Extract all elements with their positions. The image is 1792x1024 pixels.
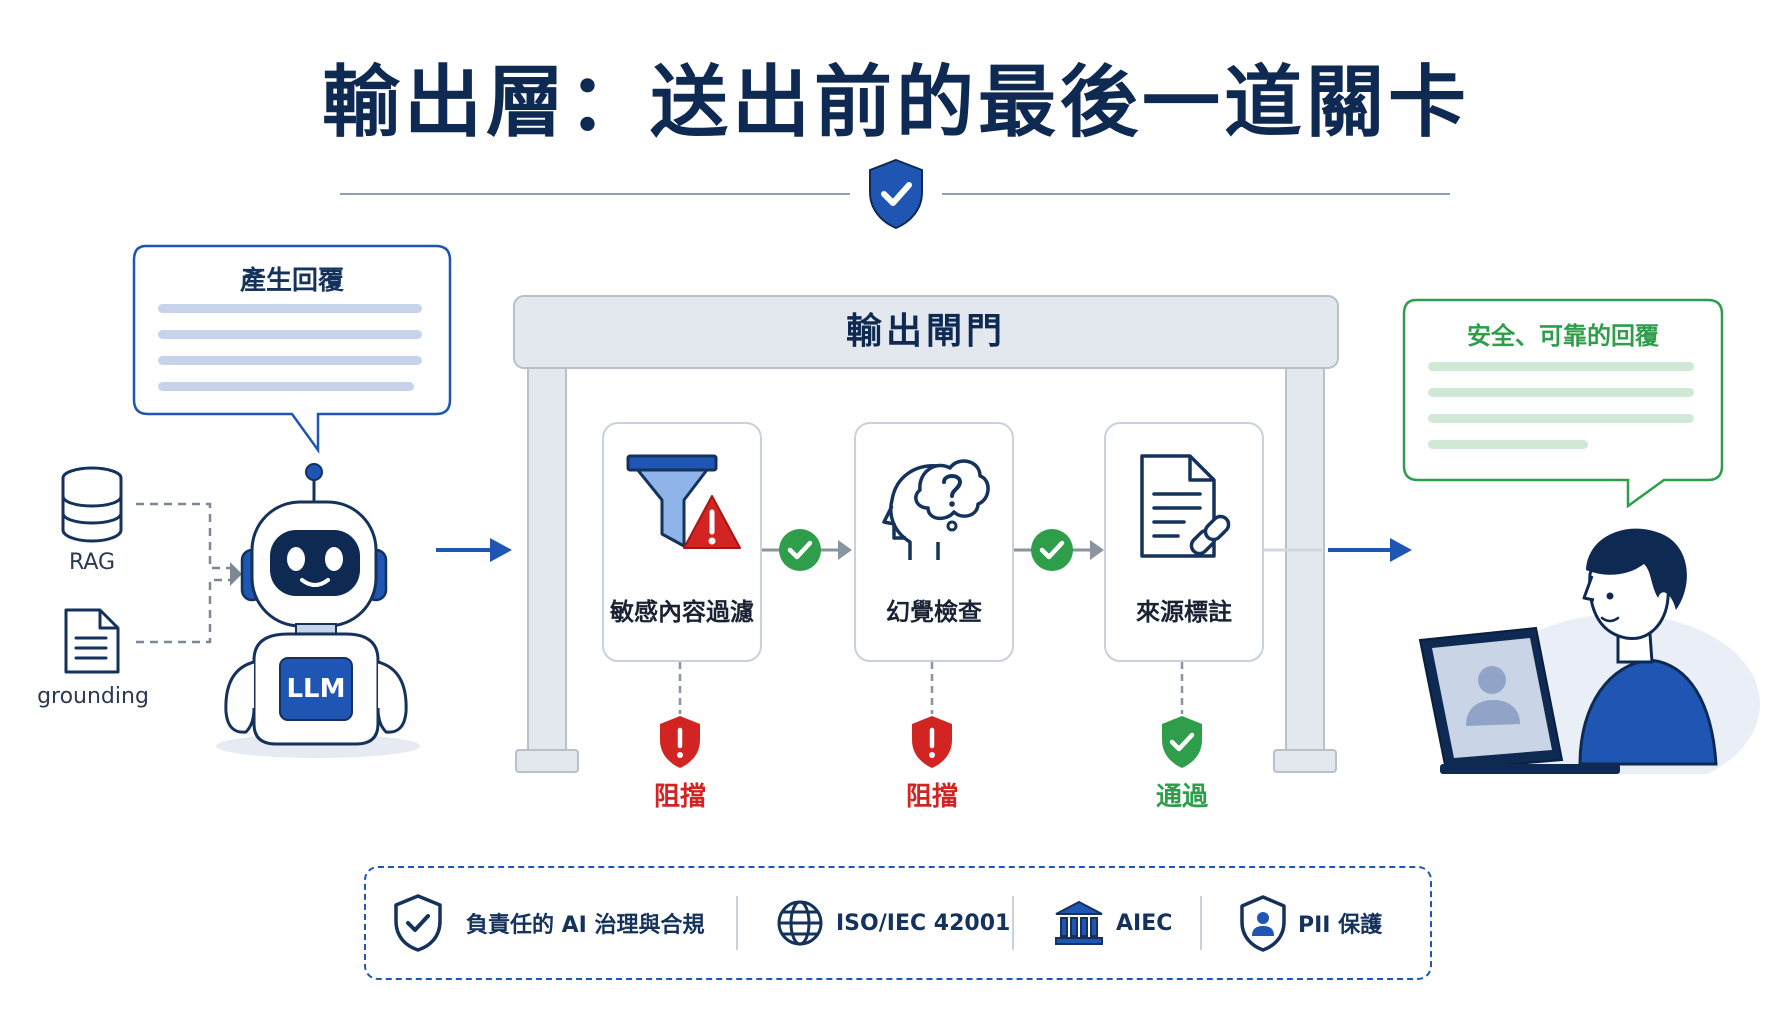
text-line (158, 304, 422, 313)
step-card-sensitive-filter: 敏感內容過濾 (602, 422, 762, 662)
footer-label: AIEC (1116, 910, 1173, 936)
outcome-label: 阻擋 (653, 782, 706, 812)
outcome-connector (678, 662, 682, 714)
footer-item-responsible-ai: 負責任的 AI 治理與合規 (392, 868, 705, 978)
robot-illustration (216, 463, 420, 758)
llm-speech-bubble (132, 244, 452, 454)
step-card-source-attribution: 來源標註 (1104, 422, 1264, 662)
result-bubble-title: 安全、可靠的回覆 (1467, 322, 1659, 350)
institution-icon (1055, 900, 1103, 945)
shield-check-icon (1162, 716, 1202, 768)
step-label: 幻覺檢查 (886, 598, 982, 626)
shield-check-icon (869, 158, 923, 230)
grounding-label: grounding (37, 684, 149, 709)
step-label: 來源標註 (1136, 598, 1232, 626)
document-link-icon (1140, 454, 1231, 558)
filter-warning-icon (626, 454, 741, 549)
footer-label: 負責任的 AI 治理與合規 (466, 913, 705, 938)
document-icon (64, 608, 120, 674)
footer-label: PII 保護 (1298, 913, 1383, 938)
title-divider-right (942, 193, 1450, 195)
user-illustration (1418, 528, 1760, 774)
llm-bubble-title: 產生回覆 (239, 266, 344, 296)
text-line (1428, 362, 1694, 371)
result-bubble-content: 安全、可靠的回覆 (1402, 298, 1724, 480)
step-connector (758, 529, 852, 571)
globe-icon (777, 900, 823, 946)
robot-llm-label: LLM (286, 674, 346, 704)
step-connector (1262, 548, 1322, 552)
text-line (158, 356, 422, 365)
outcome-label: 通過 (1155, 782, 1208, 812)
step-connector (1010, 529, 1104, 571)
footer-item-pii: PII 保護 (1238, 868, 1382, 978)
shield-alert-icon (912, 716, 952, 768)
compliance-bar: 負責任的 AI 治理與合規 ISO/IEC 42001 AIEC (364, 866, 1432, 980)
rag-label: RAG (68, 550, 116, 575)
database-icon (61, 466, 123, 543)
footer-divider (736, 896, 738, 950)
shield-check-icon (394, 894, 442, 952)
source-connector (136, 502, 242, 644)
title-divider-left (340, 193, 850, 195)
head-question-icon (882, 459, 990, 560)
gate-header: 輸出閘門 (514, 296, 1338, 368)
text-line (1428, 440, 1588, 449)
text-line (158, 330, 422, 339)
footer-divider (1012, 896, 1014, 950)
text-line (158, 382, 414, 391)
outcome-connector (930, 662, 934, 714)
step-card-hallucination-check: 幻覺檢查 (854, 422, 1014, 662)
text-line (1428, 414, 1694, 423)
gate-title: 輸出閘門 (845, 311, 1006, 352)
footer-item-aiec: AIEC (1054, 868, 1172, 978)
footer-item-iso: ISO/IEC 42001 (776, 868, 1010, 978)
footer-label: ISO/IEC 42001 (836, 910, 1011, 936)
footer-divider (1200, 896, 1202, 950)
page-title: 輸出層：送出前的最後一道關卡 (321, 58, 1470, 148)
shield-user-icon (1240, 895, 1286, 952)
outcome-connector (1180, 662, 1184, 714)
llm-bubble-content: 產生回覆 (132, 244, 452, 414)
flow-arrow-icon (1328, 538, 1412, 562)
text-line (1428, 388, 1694, 397)
outcome-label: 阻擋 (905, 782, 958, 812)
shield-alert-icon (660, 716, 700, 768)
step-label: 敏感內容過濾 (610, 598, 754, 626)
result-speech-bubble (1402, 298, 1724, 508)
flow-arrow-icon (436, 538, 512, 562)
output-gate-frame (513, 295, 1339, 773)
